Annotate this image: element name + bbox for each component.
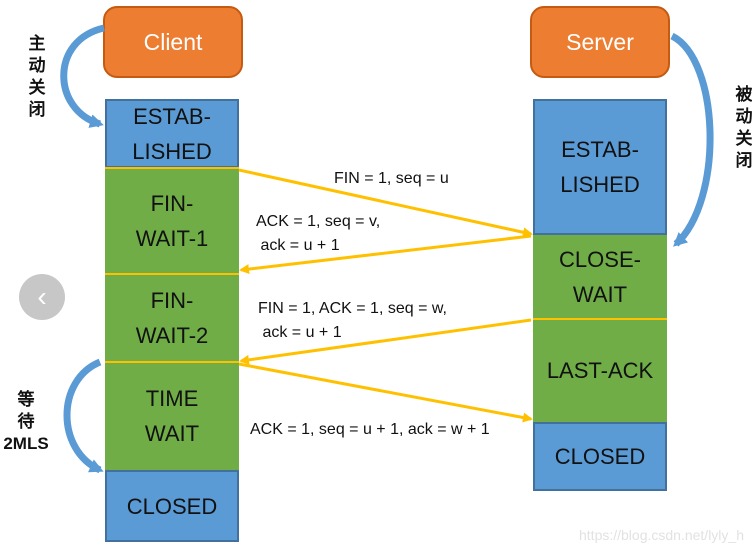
ack-arrow [239,234,532,275]
client-state-fin-wait-2: FIN- WAIT-2 [105,274,239,362]
wait-curve-arrow [63,358,104,474]
message-ack-label: ACK = 1, seq = v, ack = u + 1 [256,213,381,254]
client-state-established: ESTAB- LISHED [105,99,239,168]
client-state-closed: CLOSED [105,470,239,542]
passive-close-curve-arrow [670,32,714,247]
client-state-fin-wait-1: FIN- WAIT-1 [105,168,239,274]
server-state-established: ESTAB- LISHED [533,99,667,235]
passive-close-label: 被 动 关 闭 [735,85,752,170]
active-close-curve-arrow [60,24,105,128]
active-close-label: 主 动 关 闭 [28,34,46,119]
server-state-closed: CLOSED [533,422,667,491]
message-final-ack-label: ACK = 1, seq = u + 1, ack = w + 1 [250,421,490,438]
client-title: Client [103,6,243,78]
server-state-close-wait: CLOSE- WAIT [533,235,667,319]
server-title: Server [530,6,670,78]
fin-ack-arrow [239,318,532,365]
watermark: https://blog.csdn.net/lyly_h [579,527,744,543]
message-fin-ack-label: FIN = 1, ACK = 1, seq = w, ack = u + 1 [258,300,447,341]
wait-2msl-label: 等 待 2MLS [3,390,49,453]
server-state-last-ack: LAST-ACK [533,319,667,422]
fin-arrow [238,168,533,238]
client-state-time-wait: TIME WAIT [105,362,239,470]
final-ack-arrow [238,362,533,423]
message-fin-label: FIN = 1, seq = u [334,170,449,187]
chevron-left-icon[interactable]: ‹ [19,274,65,320]
